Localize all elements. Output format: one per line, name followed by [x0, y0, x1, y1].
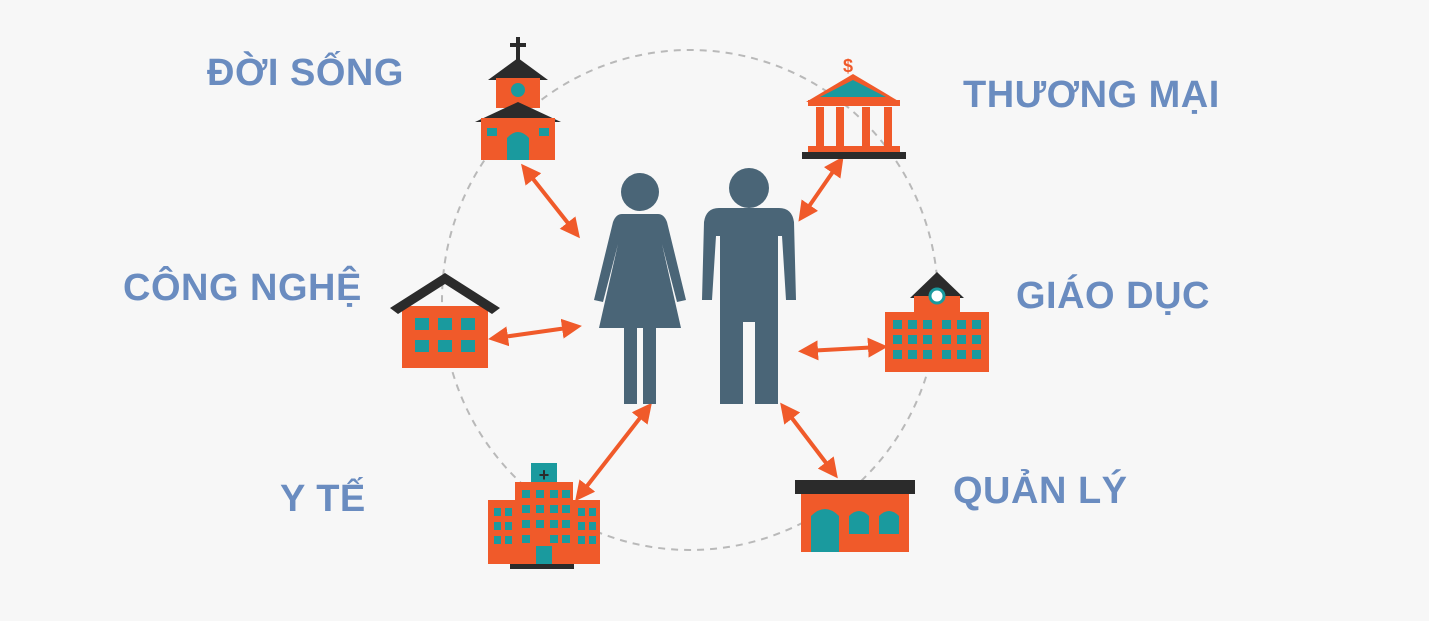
arrow-cong-nghe	[488, 318, 582, 347]
man-icon	[702, 168, 796, 404]
arrow-thuong-mai	[798, 156, 844, 222]
label-doi-song: ĐỜI SỐNG	[207, 52, 404, 94]
label-giao-duc: GIÁO DỤC	[1016, 275, 1210, 317]
school-icon	[885, 272, 989, 372]
svg-text:+: +	[539, 465, 550, 485]
arrow-y-te	[575, 402, 652, 502]
woman-icon	[594, 173, 686, 404]
arrows	[488, 156, 888, 502]
label-y-te: Y TẾ	[280, 478, 366, 520]
label-quan-ly: QUẢN LÝ	[953, 470, 1128, 512]
arrow-quan-ly	[780, 402, 838, 479]
house-icon	[390, 273, 500, 368]
hospital-icon: +	[488, 463, 600, 569]
government-building-icon	[795, 480, 915, 552]
people-icon	[594, 168, 796, 404]
svg-text:$: $	[843, 56, 853, 76]
label-thuong-mai: THƯƠNG MẠI	[963, 74, 1220, 116]
arrow-doi-song	[521, 163, 580, 239]
arrow-giao-duc	[798, 337, 888, 361]
bank-icon: $	[802, 56, 906, 159]
church-icon	[475, 37, 561, 160]
label-cong-nghe: CÔNG NGHỆ	[123, 267, 362, 309]
